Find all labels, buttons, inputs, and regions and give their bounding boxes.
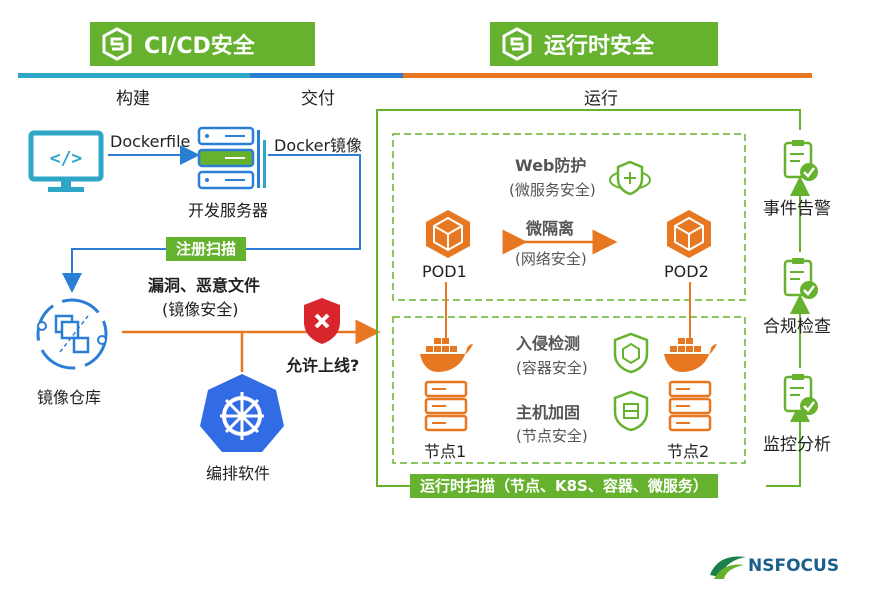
deliver-phase-bar bbox=[250, 73, 403, 78]
register-scan-line bbox=[62, 154, 361, 293]
docker-container-icon-2 bbox=[664, 338, 717, 372]
compliance-clipboard-icon bbox=[783, 258, 818, 299]
container-shield-icon bbox=[613, 332, 649, 374]
orchestration-label: 编排软件 bbox=[206, 464, 271, 483]
pod2-cube-icon bbox=[667, 210, 711, 258]
runtime-banner-title: 运行时安全 bbox=[544, 34, 655, 59]
network-security-label: (网络安全) bbox=[515, 250, 587, 268]
runtime-scan-tag: 运行时扫描（节点、K8S、容器、微服务） bbox=[410, 474, 718, 498]
kubernetes-icon bbox=[200, 374, 284, 452]
shield-logo-icon bbox=[502, 27, 532, 61]
runtime-scan-arrow bbox=[766, 402, 810, 487]
dev-server-icon bbox=[197, 126, 266, 190]
pod1-cube-icon bbox=[426, 210, 470, 258]
node-security-label: (节点安全) bbox=[516, 427, 588, 445]
host-shield-icon bbox=[613, 390, 649, 432]
web-protect-label: Web防护 bbox=[515, 156, 587, 175]
event-alert-label: 事件告警 bbox=[763, 199, 831, 219]
phase-run: 运行 bbox=[584, 89, 618, 109]
pod1-label: POD1 bbox=[422, 262, 467, 281]
web-shield-icon bbox=[609, 160, 651, 196]
nsfocus-logo-text: NSFOCUS bbox=[748, 556, 840, 576]
vuln-malware-label: 漏洞、恶意文件 bbox=[148, 276, 261, 295]
svg-text:</>: </> bbox=[50, 148, 83, 169]
node2-server-icon bbox=[668, 380, 712, 432]
monitor-code-icon: </> bbox=[28, 130, 104, 192]
node2-label: 节点2 bbox=[667, 442, 710, 461]
dockerfile-label: Dockerfile bbox=[110, 132, 191, 151]
shield-logo-icon bbox=[102, 27, 132, 61]
dev-server-label: 开发服务器 bbox=[188, 201, 269, 220]
run-phase-bar bbox=[403, 73, 812, 78]
allow-online-label: 允许上线? bbox=[286, 356, 360, 375]
compliance-check-label: 合规检查 bbox=[763, 317, 831, 337]
image-repo-label: 镜像仓库 bbox=[37, 388, 102, 407]
nsfocus-logo-icon bbox=[710, 556, 746, 579]
host-hardening-label: 主机加固 bbox=[516, 403, 581, 422]
deny-shield-icon bbox=[304, 298, 340, 344]
intrusion-detect-label: 入侵检测 bbox=[516, 334, 581, 353]
event-alert-clipboard-icon bbox=[783, 140, 818, 181]
docker-image-label: Docker镜像 bbox=[274, 136, 363, 155]
monitor-clipboard-icon bbox=[783, 374, 818, 415]
node-dashed-group bbox=[392, 316, 746, 464]
microservice-security-label: (微服务安全) bbox=[509, 181, 596, 199]
phase-deliver: 交付 bbox=[301, 89, 335, 109]
cicd-banner-title: CI/CD安全 bbox=[144, 34, 255, 59]
phase-build: 构建 bbox=[116, 89, 150, 109]
runtime-security-banner: 运行时安全 bbox=[490, 22, 718, 66]
container-security-label: (容器安全) bbox=[516, 359, 588, 377]
monitor-analysis-label: 监控分析 bbox=[763, 435, 831, 455]
build-phase-bar bbox=[18, 73, 250, 78]
image-security-label: (镜像安全) bbox=[162, 300, 239, 319]
register-scan-tag: 注册扫描 bbox=[166, 237, 247, 261]
pod-dashed-group bbox=[392, 133, 746, 301]
docker-container-icon-1 bbox=[420, 338, 473, 372]
micro-isolation-label: 微隔离 bbox=[526, 219, 575, 238]
node1-label: 节点1 bbox=[424, 442, 467, 461]
cicd-security-banner: CI/CD安全 bbox=[90, 22, 315, 66]
runtime-frame bbox=[376, 109, 801, 487]
image-repo-icon bbox=[36, 298, 108, 370]
node1-server-icon bbox=[424, 380, 468, 432]
pod2-label: POD2 bbox=[664, 262, 709, 281]
